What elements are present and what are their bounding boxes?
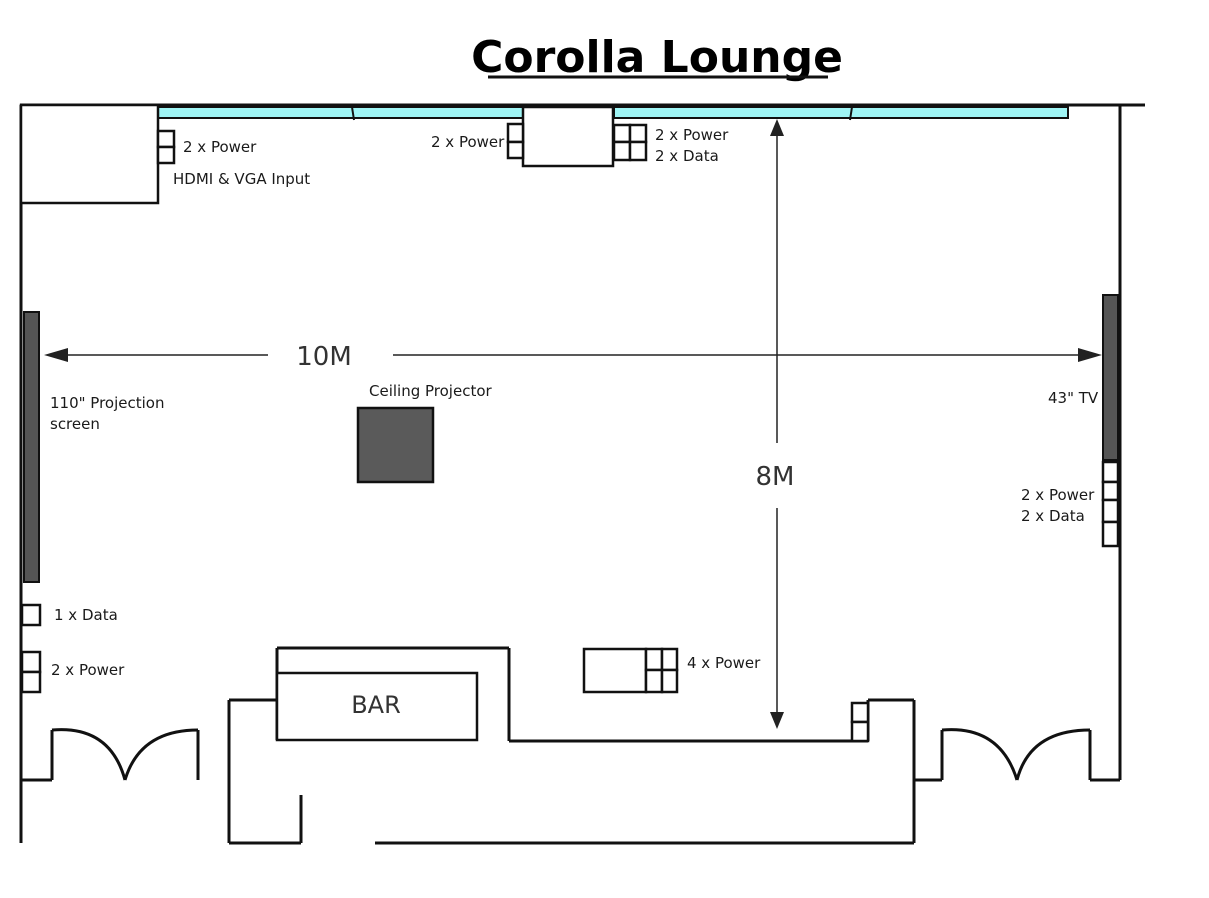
top-power-label: 2 x Power [431,133,505,151]
top-right-power-label: 2 x Power [655,126,729,144]
bottom-power-box [582,647,679,694]
left-data-label: 1 x Data [54,606,118,624]
tv-screen [1102,294,1119,461]
hdmi-power-outlets [156,129,176,165]
right-power-label: 2 x Power [1021,486,1095,504]
width-dimension-label: 10M [296,342,352,372]
bar-label: BAR [351,691,401,719]
right-data-label: 2 x Data [1021,507,1085,525]
right-wall-outlets [1101,460,1120,548]
bar-counter [275,671,479,742]
top-center-unit [521,105,615,168]
tv-label: 43" TV [1048,389,1099,407]
hdmi-input-box [19,103,160,205]
left-double-door [51,728,200,781]
hdmi-input-label: HDMI & VGA Input [173,170,310,188]
page-title: Corolla Lounge [471,32,843,83]
top-right-data-label: 2 x Data [655,147,719,165]
room-walls [19,103,1145,845]
ceiling-projector-label: Ceiling Projector [369,382,492,400]
right-double-door [941,728,1091,781]
top-right-outlets [612,123,648,162]
depth-dimension-label: 8M [756,462,795,492]
top-power-outlets [506,122,525,160]
left-power-label: 2 x Power [51,661,125,679]
left-data-outlet [20,603,42,627]
depth-dimension: 8M [756,119,795,729]
projection-screen [23,311,40,583]
bottom-right-outlets [850,701,870,743]
width-dimension: 10M [44,342,1102,372]
left-power-outlets [20,650,42,694]
hdmi-power-label: 2 x Power [183,138,257,156]
projection-screen-label-line1: 110" Projection [50,394,164,412]
bottom-power-label: 4 x Power [687,654,761,672]
projection-screen-label-line2: screen [50,415,100,433]
ceiling-projector [356,406,435,484]
